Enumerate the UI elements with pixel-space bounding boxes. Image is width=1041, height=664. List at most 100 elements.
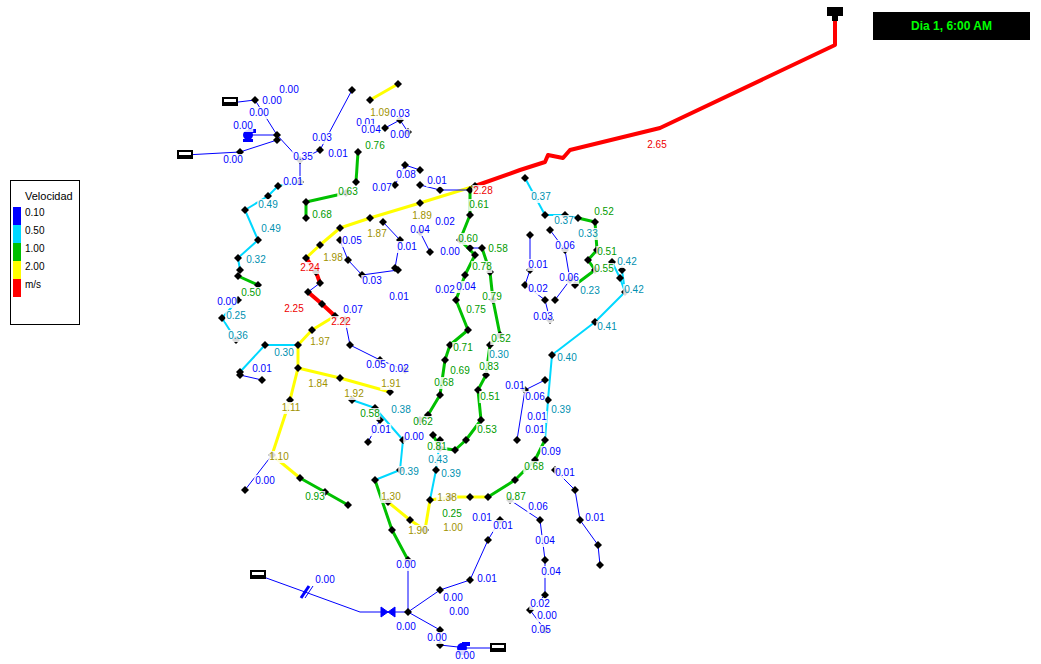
- junction-node: [391, 264, 399, 272]
- velocity-value: 0.03: [361, 275, 382, 287]
- velocity-value: 0.49: [257, 199, 278, 211]
- velocity-value: 0.00: [395, 621, 416, 633]
- velocity-value: 0.00: [454, 650, 475, 662]
- velocity-value: 0.01: [476, 573, 497, 585]
- junction-node: [406, 516, 414, 524]
- time-label: Dia 1, 6:00 AM: [911, 19, 992, 33]
- velocity-value: 0.04: [360, 124, 381, 136]
- pipe: [488, 440, 545, 497]
- velocity-value: 0.02: [529, 598, 550, 610]
- junction-node: [251, 96, 259, 104]
- velocity-value: 0.00: [389, 129, 410, 141]
- junction-node: [426, 248, 434, 256]
- junction-node: [302, 198, 310, 206]
- velocity-value: 0.06: [558, 272, 579, 284]
- check-valve-symbol: [305, 586, 313, 598]
- junction-node: [336, 374, 344, 382]
- junction-node: [477, 416, 485, 424]
- velocity-value: 0.35: [292, 151, 313, 163]
- velocity-value: 0.04: [409, 224, 430, 236]
- junction-node: [302, 214, 310, 222]
- velocity-value: 0.03: [532, 311, 553, 323]
- tank-symbol: [222, 97, 238, 106]
- velocity-value: 0.79: [481, 291, 502, 303]
- pipe: [408, 520, 500, 612]
- velocity-value: 0.04: [534, 535, 555, 547]
- velocity-value: 0.42: [616, 256, 637, 268]
- legend-swatch: [13, 279, 21, 297]
- tank-symbol: [250, 570, 266, 579]
- velocity-value: 0.39: [398, 466, 419, 478]
- velocity-value: 0.41: [596, 321, 617, 333]
- velocity-value: 2.28: [472, 185, 493, 197]
- velocity-value: 0.68: [433, 377, 454, 389]
- junction-node: [484, 493, 492, 501]
- junction-node: [316, 279, 324, 287]
- velocity-value: 1.87: [366, 228, 387, 240]
- velocity-value: 0.32: [245, 254, 266, 266]
- legend-label: m/s: [25, 279, 41, 291]
- velocity-value: 0.00: [395, 559, 416, 571]
- pipe: [300, 478, 348, 505]
- junction-node: [441, 356, 449, 364]
- velocity-value: 0.39: [440, 468, 461, 480]
- junction-node: [461, 271, 469, 279]
- velocity-value: 0.02: [527, 283, 548, 295]
- velocity-value: 0.06: [554, 240, 575, 252]
- junction-node: [436, 391, 444, 399]
- velocity-value: 0.71: [452, 342, 473, 354]
- velocity-value: 0.42: [623, 284, 644, 296]
- velocity-value: 0.52: [593, 206, 614, 218]
- junction-node: [234, 254, 242, 262]
- junction-node: [346, 341, 354, 349]
- junction-node: [451, 446, 459, 454]
- velocity-value: 0.62: [412, 416, 433, 428]
- pipe: [475, 20, 835, 186]
- junction-node: [274, 182, 282, 190]
- pump-symbol: [243, 139, 253, 142]
- velocity-value: 0.07: [371, 182, 392, 194]
- junction-node: [416, 166, 424, 174]
- velocity-value: 0.61: [468, 199, 489, 211]
- velocity-value: 0.52: [490, 333, 511, 345]
- pipe: [525, 235, 550, 320]
- junction-node: [318, 300, 326, 308]
- pipe: [238, 182, 300, 270]
- junction-node: [536, 516, 544, 524]
- velocity-value: 0.08: [395, 169, 416, 181]
- velocity-value: 0.37: [553, 215, 574, 227]
- velocity-value: 0.93: [304, 491, 325, 503]
- velocity-value: 0.01: [554, 467, 575, 479]
- velocity-value: 0.01: [526, 411, 547, 423]
- pipe: [356, 152, 358, 182]
- junction-node: [352, 178, 360, 186]
- velocity-value: 2.25: [283, 303, 304, 315]
- pipe: [395, 165, 420, 185]
- velocity-value: 0.33: [577, 228, 598, 240]
- tank-symbol: [177, 150, 193, 159]
- junction-node: [541, 296, 549, 304]
- valve-symbol: [381, 607, 395, 617]
- tank-symbol: [490, 643, 506, 652]
- junction-node: [254, 236, 262, 244]
- junction-node: [584, 256, 592, 264]
- tank-symbol: [490, 643, 506, 652]
- velocity-value: 0.50: [240, 287, 261, 299]
- junction-node: [354, 148, 362, 156]
- pipe: [308, 292, 335, 316]
- junction-node: [571, 486, 579, 494]
- velocity-value: 2.65: [646, 139, 667, 151]
- velocity-value: 0.09: [540, 446, 561, 458]
- junction-node: [316, 241, 324, 249]
- velocity-value: 0.01: [251, 363, 272, 375]
- velocity-value: 1.92: [343, 388, 364, 400]
- velocity-value: 0.01: [584, 512, 605, 524]
- junction-node: [336, 224, 344, 232]
- velocity-value: 0.00: [216, 296, 237, 308]
- junction-node: [296, 474, 304, 482]
- junction-node: [273, 136, 281, 144]
- velocity-value: 0.49: [260, 223, 281, 235]
- velocity-value: 0.01: [426, 175, 447, 187]
- tank-symbol: [252, 572, 264, 575]
- velocity-value: 0.30: [273, 347, 294, 359]
